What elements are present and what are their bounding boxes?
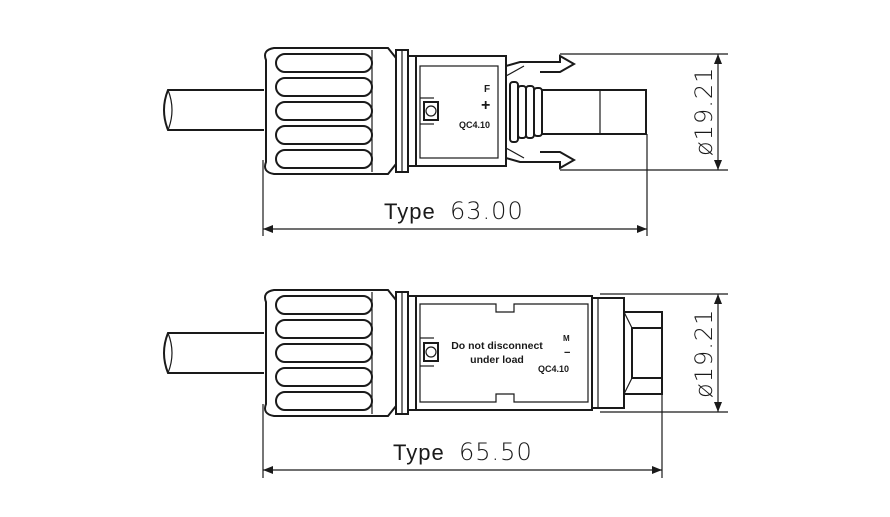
- model-label-top: QC4.10: [459, 120, 490, 130]
- length-value-bottom: 65.50: [459, 438, 533, 466]
- coupling-sleeve-bottom: [591, 297, 663, 409]
- cable-nut-top: [264, 47, 397, 175]
- length-dimension-top: Type 63.00: [262, 134, 648, 236]
- length-label-bottom: Type: [393, 440, 445, 465]
- length-dimension-bottom: Type 65.50: [262, 394, 663, 478]
- contact-sleeve-top: [541, 89, 647, 135]
- housing-top: F + QC4.10: [415, 55, 507, 167]
- housing-bottom: Do not disconnect under load M − QC4.10: [415, 295, 593, 411]
- model-label-bottom: QC4.10: [538, 364, 569, 374]
- length-value-top: 63.00: [450, 197, 524, 225]
- collar-bottom: [395, 291, 417, 415]
- bellows-top: [509, 81, 543, 143]
- cable-bottom: [163, 332, 264, 374]
- cable-nut-bottom: [264, 289, 397, 417]
- diameter-dimension-top: ø19.21: [560, 53, 728, 171]
- diameter-label-top: ø19.21: [690, 67, 718, 156]
- warning-text-line2: under load: [470, 354, 524, 366]
- collar-top: [395, 49, 417, 173]
- length-label-top: Type: [384, 199, 436, 224]
- cable-top: [163, 89, 264, 131]
- male-connector: Do not disconnect under load M − QC4.10: [163, 289, 663, 417]
- warning-text-line1: Do not disconnect: [451, 340, 543, 352]
- polarity-letter-bottom: M: [563, 334, 570, 343]
- diameter-dimension-bottom: ø19.21: [600, 293, 728, 413]
- diameter-label-bottom: ø19.21: [690, 309, 718, 398]
- polarity-symbol-top: +: [481, 97, 490, 114]
- polarity-letter-top: F: [484, 84, 490, 95]
- latch-arms-top: [505, 54, 577, 170]
- female-connector: F + QC4.10: [163, 47, 647, 175]
- polarity-symbol-bottom: −: [564, 347, 570, 359]
